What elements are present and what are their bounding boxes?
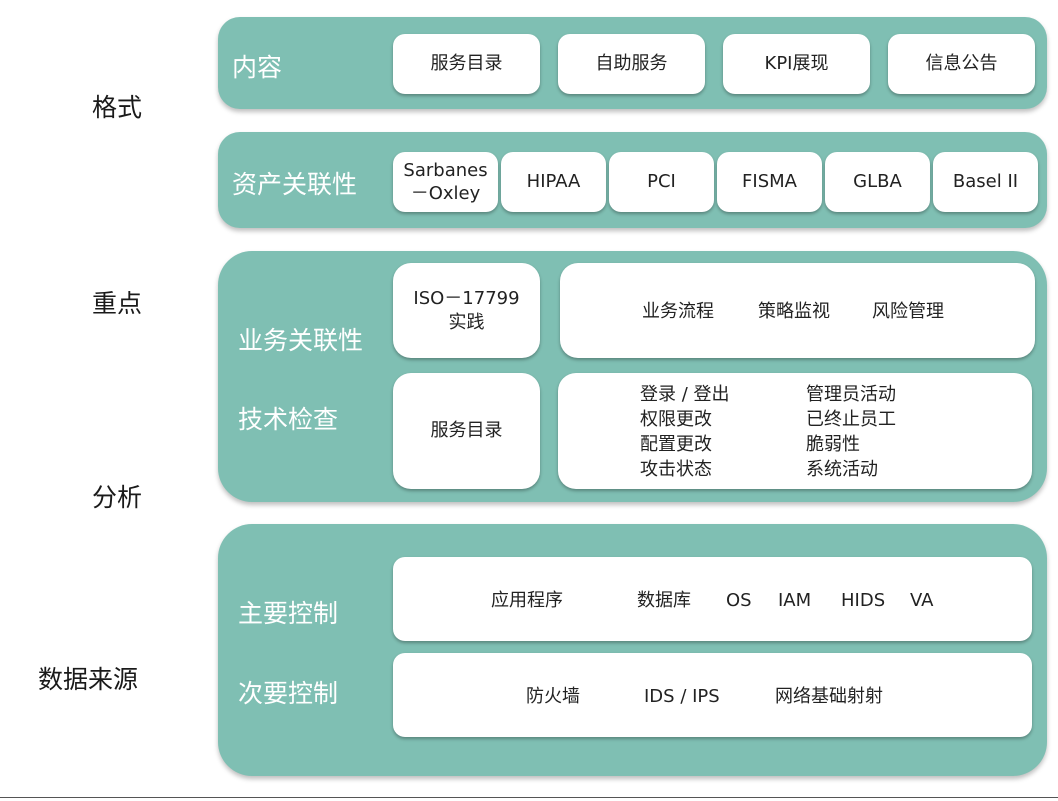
secondary-item-network: 网络基础射射 [775,686,883,707]
content-panel-label: 内容 [232,53,283,82]
secondary-item-firewall: 防火墙 [526,686,580,707]
tech-item-attack: 攻击状态 [640,459,712,480]
tech-item-admin: 管理员活动 [806,384,896,405]
business-item-policy: 策略监视 [758,301,830,322]
content-item-announcement: 信息公告 [888,34,1035,94]
tech-items-card: 登录 / 登出 权限更改 配置更改 攻击状态 管理员活动 已终止员工 脆弱性 系… [558,373,1032,489]
asset-item-fisma: FISMA [717,152,822,212]
business-panel: 业务关联性 技术检查 ISO－17799 实践 业务流程 策略监视 风险管理 服… [218,251,1047,502]
content-panel: 内容 服务目录 自助服务 KPI展现 信息公告 [218,17,1047,109]
label-data-source: 数据来源 [38,665,139,694]
control-panel: 主要控制 次要控制 应用程序 数据库 OS IAM HIDS VA 防火墙 ID… [218,524,1047,776]
tech-item-vuln: 脆弱性 [806,434,860,455]
service-catalog-card: 服务目录 [393,373,540,489]
primary-item-va: VA [910,590,934,611]
tech-item-login: 登录 / 登出 [640,384,730,405]
primary-item-hids: HIDS [841,590,886,611]
tech-item-system: 系统活动 [806,459,878,480]
asset-panel: 资产关联性 Sarbanes －Oxley HIPAA PCI FISMA GL… [218,132,1047,228]
content-item-kpi: KPI展现 [723,34,870,94]
business-item-risk: 风险管理 [872,301,944,322]
business-item-process: 业务流程 [642,301,714,322]
primary-item-app: 应用程序 [491,590,563,611]
secondary-control-card: 防火墙 IDS / IPS 网络基础射射 [393,653,1032,737]
content-item-self-service: 自助服务 [558,34,705,94]
label-analysis: 分析 [92,483,143,512]
tech-item-terminated: 已终止员工 [806,409,896,430]
tech-check-label: 技术检查 [238,405,339,434]
secondary-control-label: 次要控制 [238,679,339,708]
primary-item-iam: IAM [778,590,812,611]
primary-item-db: 数据库 [637,590,691,611]
secondary-item-ids-ips: IDS / IPS [644,686,720,707]
label-format: 格式 [92,93,143,122]
content-item-service-catalog: 服务目录 [393,34,540,94]
asset-item-basel: Basel II [933,152,1038,212]
asset-item-pci: PCI [609,152,714,212]
primary-item-os: OS [726,590,752,611]
business-panel-label: 业务关联性 [238,326,364,355]
primary-control-label: 主要控制 [238,599,339,628]
label-focus: 重点 [92,289,143,318]
tech-item-config: 配置更改 [640,434,712,455]
asset-item-sox: Sarbanes －Oxley [393,152,498,212]
iso-17799-card: ISO－17799 实践 [393,263,540,358]
primary-control-card: 应用程序 数据库 OS IAM HIDS VA [393,557,1032,641]
asset-panel-label: 资产关联性 [232,170,358,199]
business-items-card: 业务流程 策略监视 风险管理 [560,263,1035,358]
bottom-divider [0,797,1058,798]
tech-item-permission: 权限更改 [640,409,712,430]
asset-item-glba: GLBA [825,152,930,212]
asset-item-hipaa: HIPAA [501,152,606,212]
